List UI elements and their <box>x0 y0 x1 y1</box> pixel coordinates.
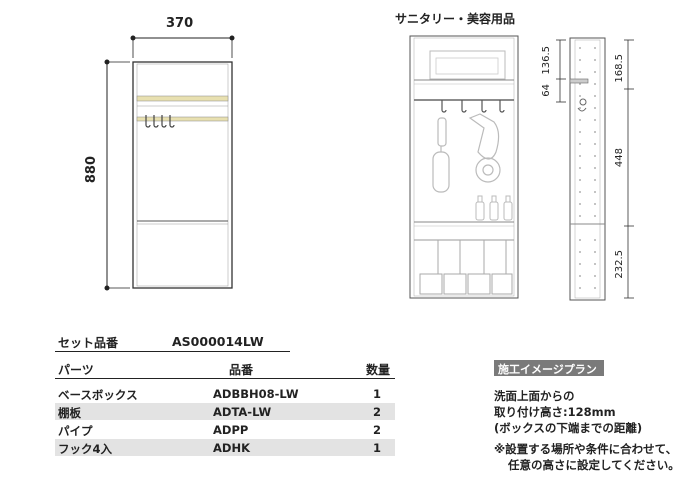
row-part: 棚板 <box>58 406 81 420</box>
dim-448: 448 <box>614 148 625 168</box>
table-row: ベースボックス ADBBH08-LW 1 <box>55 385 395 402</box>
row-qty: 2 <box>373 423 382 437</box>
row-code: ADHK <box>213 441 250 455</box>
table-row: フック4入 ADHK 1 <box>55 439 395 456</box>
set-code-underline <box>55 351 290 352</box>
width-dimension-label: 370 <box>166 16 194 31</box>
table-row: パイプ ADPP 2 <box>55 421 395 438</box>
set-code-value: AS000014LW <box>172 334 264 349</box>
header-code: 品番 <box>229 363 254 377</box>
height-dimension-label: 880 <box>84 156 99 184</box>
dim-232-5: 232.5 <box>614 250 625 279</box>
row-code: ADPP <box>213 423 249 437</box>
table-row: 棚板 ADTA-LW 2 <box>55 403 395 420</box>
row-part: ベースボックス <box>58 388 138 402</box>
plan-line-3: (ボックスの下端までの距離) <box>494 421 643 435</box>
dim-136-5: 136.5 <box>541 46 552 75</box>
row-part: フック4入 <box>58 442 113 456</box>
plan-line-4: ※設置する場所や条件に合わせて、 <box>494 442 678 456</box>
row-qty: 1 <box>373 441 382 455</box>
row-code: ADTA-LW <box>213 405 272 419</box>
dim-168-5: 168.5 <box>614 54 625 83</box>
row-code: ADBBH08-LW <box>213 387 299 401</box>
dim-64: 64 <box>541 84 552 97</box>
plan-line-2: 取り付け高さ:128mm <box>494 405 616 419</box>
header-parts: パーツ <box>58 363 94 377</box>
row-qty: 1 <box>373 387 382 401</box>
set-code-label: セット品番 <box>58 336 119 350</box>
row-part: パイプ <box>58 424 93 438</box>
plan-banner: 施工イメージプラン <box>494 360 604 376</box>
header-underline <box>55 378 395 379</box>
header-qty: 数量 <box>366 363 391 377</box>
plan-line-5: 任意の高さに設定してください。 <box>508 458 680 472</box>
plan-banner-text: 施工イメージプラン <box>498 363 597 376</box>
row-qty: 2 <box>373 405 382 419</box>
plan-line-1: 洗面上面からの <box>494 389 575 403</box>
right-diagram-title: サニタリー・美容用品 <box>395 12 516 26</box>
